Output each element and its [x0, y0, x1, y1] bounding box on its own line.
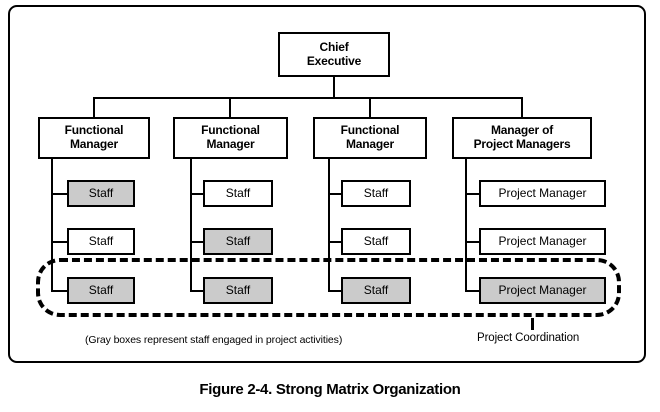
manager-drop-line-col4 — [521, 97, 523, 117]
figure-border — [8, 5, 646, 363]
tick-line-col2-row3 — [190, 289, 203, 292]
figure-caption: Figure 2-4. Strong Matrix Organization — [199, 381, 461, 398]
org-box-col2-row3: Staff — [203, 277, 273, 304]
tick-line-col4-row2 — [465, 240, 479, 243]
org-box-col4-row3: Project Manager — [479, 277, 606, 304]
org-box-col3-row2: Staff — [341, 228, 411, 255]
org-box-col3-row3: Staff — [341, 277, 411, 304]
org-box-col2-row1: Staff — [203, 180, 273, 207]
tick-line-col4-row3 — [465, 289, 479, 292]
org-box-col1-row2: Staff — [67, 228, 135, 255]
ladder-line-col3 — [328, 159, 330, 292]
distribution-line — [93, 97, 523, 99]
org-box-col3-row1: Staff — [341, 180, 411, 207]
org-box-col1-row1: Staff — [67, 180, 135, 207]
ladder-line-col1 — [51, 159, 53, 292]
tick-line-col1-row3 — [51, 289, 67, 292]
gray-boxes-note: (Gray boxes represent staff engaged in p… — [85, 334, 343, 346]
ladder-line-col2 — [190, 159, 192, 292]
chief-riser-line — [333, 77, 335, 97]
tick-line-col4-row1 — [465, 192, 479, 195]
org-box-chief-executive: Chief Executive — [278, 32, 390, 77]
ladder-line-col4 — [465, 159, 467, 292]
tick-line-col2-row2 — [190, 240, 203, 243]
tick-line-col1-row1 — [51, 192, 67, 195]
tick-line-col3-row2 — [328, 240, 341, 243]
coordination-connector-line — [531, 318, 534, 330]
manager-drop-line-col2 — [229, 97, 231, 117]
org-box-col1-row3: Staff — [67, 277, 135, 304]
project-coordination-region — [36, 258, 621, 317]
tick-line-col3-row1 — [328, 192, 341, 195]
org-box-manager-col2: Functional Manager — [173, 117, 288, 159]
org-box-col4-row1: Project Manager — [479, 180, 606, 207]
tick-line-col3-row3 — [328, 289, 341, 292]
org-box-manager-col1: Functional Manager — [38, 117, 150, 159]
org-box-manager-col3: Functional Manager — [313, 117, 427, 159]
tick-line-col1-row2 — [51, 240, 67, 243]
org-box-col2-row2: Staff — [203, 228, 273, 255]
project-coordination-label: Project Coordination — [477, 332, 580, 344]
manager-drop-line-col1 — [93, 97, 95, 117]
org-box-manager-col4: Manager of Project Managers — [452, 117, 592, 159]
manager-drop-line-col3 — [369, 97, 371, 117]
org-box-col4-row2: Project Manager — [479, 228, 606, 255]
tick-line-col2-row1 — [190, 192, 203, 195]
